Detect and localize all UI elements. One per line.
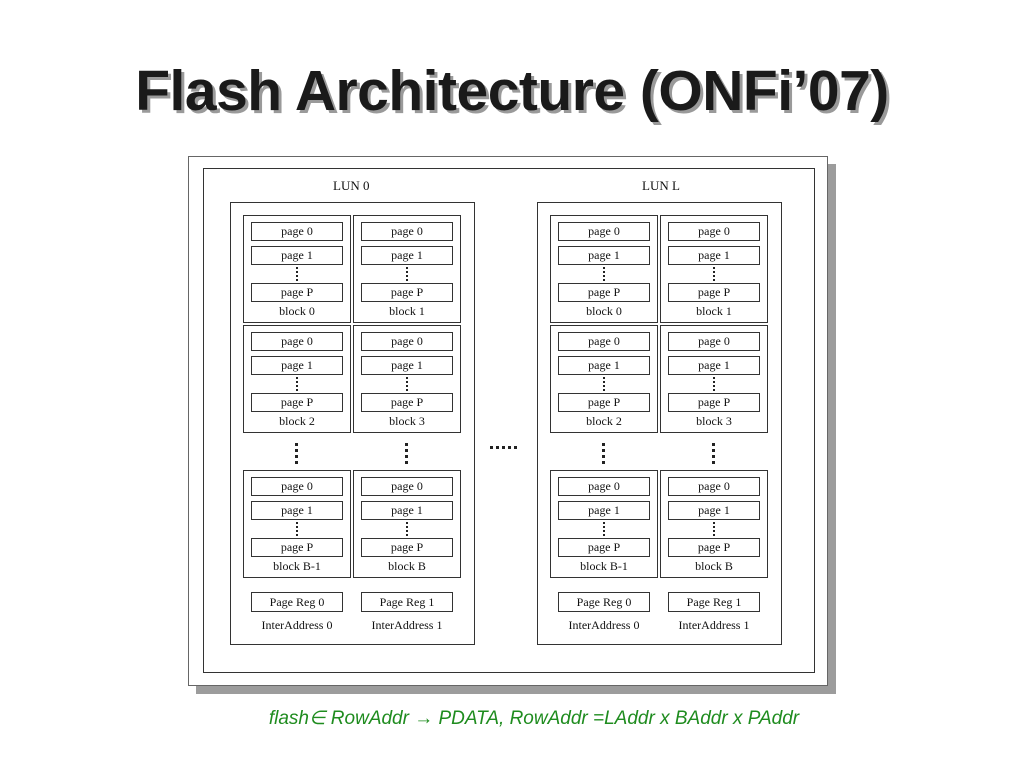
page-cell: page 0 — [251, 477, 343, 496]
flash-block: page 0 page 1 page P block B — [353, 470, 461, 578]
inter-address: InterAddress 0 — [261, 618, 333, 632]
page-cell: page 0 — [361, 222, 453, 241]
flash-block: page 0 page 1 page P block B — [660, 470, 768, 578]
block-label: block 0 — [586, 304, 622, 318]
page-cell: page 1 — [558, 501, 650, 520]
inter-address: InterAddress 1 — [371, 618, 443, 632]
flash-block: page 0 page 1 page P block B-1 — [550, 470, 658, 578]
page-ellipsis — [406, 377, 408, 391]
diagram-frame — [188, 156, 828, 686]
inter-address: InterAddress 1 — [678, 618, 750, 632]
block-ellipsis — [405, 443, 408, 467]
page-cell: page P — [668, 538, 760, 557]
page-register: Page Reg 1 — [668, 592, 760, 612]
page-ellipsis — [713, 377, 715, 391]
lun-label: LUN L — [642, 178, 680, 193]
page-ellipsis — [603, 522, 605, 536]
block-label: block 3 — [696, 414, 732, 428]
flash-block: page 0 page 1 page P block 2 — [243, 325, 351, 433]
page-cell: page 1 — [361, 501, 453, 520]
page-cell: page 1 — [668, 246, 760, 265]
page-cell: page 1 — [251, 356, 343, 375]
page-cell: page 0 — [558, 477, 650, 496]
page-cell: page 0 — [361, 332, 453, 351]
block-label: block 2 — [586, 414, 622, 428]
page-cell: page 1 — [558, 356, 650, 375]
page-cell: page 0 — [251, 222, 343, 241]
page-cell: page P — [251, 283, 343, 302]
block-label: block 1 — [696, 304, 732, 318]
page-cell: page P — [361, 283, 453, 302]
block-ellipsis — [295, 443, 298, 467]
page-register: Page Reg 1 — [361, 592, 453, 612]
block-label: block 2 — [279, 414, 315, 428]
page-ellipsis — [603, 267, 605, 281]
page-cell: page 1 — [668, 356, 760, 375]
inter-address: InterAddress 0 — [568, 618, 640, 632]
flash-block: page 0 page 1 page P block 3 — [660, 325, 768, 433]
block-label: block B — [388, 559, 426, 573]
page-cell: page 0 — [558, 222, 650, 241]
page-ellipsis — [713, 267, 715, 281]
block-ellipsis — [602, 443, 605, 467]
flash-block: page 0 page 1 page P block 1 — [660, 215, 768, 323]
formula-caption: flash∈ RowAddr → PDATA, RowAddr =LAddr x… — [268, 708, 800, 729]
page-cell: page P — [558, 538, 650, 557]
page-cell: page P — [668, 393, 760, 412]
block-label: block 3 — [389, 414, 425, 428]
page-cell: page 1 — [558, 246, 650, 265]
page-cell: page P — [251, 393, 343, 412]
page-ellipsis — [603, 377, 605, 391]
page-cell: page 0 — [668, 222, 760, 241]
page-cell: page P — [361, 538, 453, 557]
block-label: block B-1 — [273, 559, 321, 573]
page-cell: page 0 — [361, 477, 453, 496]
block-label: block B — [695, 559, 733, 573]
page-cell: page P — [558, 393, 650, 412]
slide-title: Flash Architecture (ONFi’07) — [135, 59, 889, 123]
page-cell: page 0 — [668, 477, 760, 496]
lun-label: LUN 0 — [333, 178, 370, 193]
flash-block: page 0 page 1 page P block 1 — [353, 215, 461, 323]
page-ellipsis — [406, 267, 408, 281]
block-ellipsis — [712, 443, 715, 467]
page-ellipsis — [406, 522, 408, 536]
page-cell: page P — [251, 538, 343, 557]
flash-block: page 0 page 1 page P block 0 — [550, 215, 658, 323]
diagram-inner-border — [203, 168, 815, 673]
page-cell: page P — [668, 283, 760, 302]
page-cell: page 0 — [251, 332, 343, 351]
page-cell: page 1 — [361, 356, 453, 375]
page-cell: page 1 — [361, 246, 453, 265]
page-ellipsis — [713, 522, 715, 536]
page-ellipsis — [296, 377, 298, 391]
page-cell: page 1 — [251, 501, 343, 520]
flash-block: page 0 page 1 page P block B-1 — [243, 470, 351, 578]
flash-block: page 0 page 1 page P block 0 — [243, 215, 351, 323]
page-cell: page 0 — [668, 332, 760, 351]
page-cell: page 1 — [668, 501, 760, 520]
lun-ellipsis — [490, 446, 520, 449]
page-cell: page P — [361, 393, 453, 412]
page-cell: page P — [558, 283, 650, 302]
page-cell: page 0 — [558, 332, 650, 351]
page-register: Page Reg 0 — [558, 592, 650, 612]
page-cell: page 1 — [251, 246, 343, 265]
page-ellipsis — [296, 522, 298, 536]
flash-block: page 0 page 1 page P block 3 — [353, 325, 461, 433]
block-label: block 0 — [279, 304, 315, 318]
page-ellipsis — [296, 267, 298, 281]
block-label: block B-1 — [580, 559, 628, 573]
flash-block: page 0 page 1 page P block 2 — [550, 325, 658, 433]
page-register: Page Reg 0 — [251, 592, 343, 612]
block-label: block 1 — [389, 304, 425, 318]
